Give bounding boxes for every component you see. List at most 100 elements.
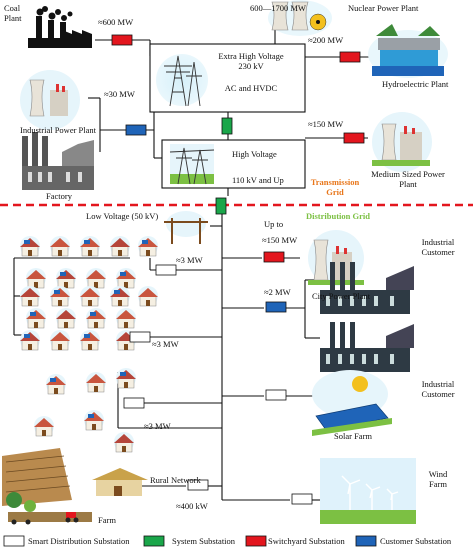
transmission-tower-icon (169, 147, 215, 185)
factory-icon (22, 132, 94, 190)
house-icon (50, 330, 70, 351)
legend-swatches (3, 535, 377, 547)
hydro-plant-label: Hydroelectric Plant (382, 79, 449, 89)
medium-plant-label: Medium Sized Power Plant (371, 169, 445, 189)
house-icon (86, 372, 106, 393)
industrial-customer-power-value: ≈2 MW (264, 287, 291, 297)
house-icon (46, 374, 66, 395)
nuclear-power-value: 600—1700 MW (250, 3, 306, 13)
wind-farm-label: Wind Farm (428, 469, 448, 489)
extra-high-voltage-substation (149, 43, 306, 113)
farm-icon (2, 448, 148, 525)
coal-power-value: ≈600 MW (98, 17, 134, 27)
distribution-grid-label: Distribution Grid (306, 211, 370, 221)
coal-plant-label: Coal Plant (4, 3, 22, 23)
city-power-value: ≈150 MW (262, 235, 298, 245)
city-power-plant-icon (308, 230, 364, 286)
legend-swatch (3, 535, 25, 547)
system-substation-marker (221, 117, 233, 135)
house-icon (110, 236, 130, 257)
low-voltage-label: Low Voltage (50 kV) (86, 211, 159, 221)
wind-farm-icon (320, 458, 416, 524)
house-icon (56, 308, 76, 329)
solar-farm-label: Solar Farm (334, 431, 373, 441)
houses-power-value-3: ≈3 MW (144, 421, 171, 431)
factory-label: Factory (46, 191, 72, 201)
utility-pole-icon (164, 211, 208, 244)
house-icon (80, 330, 100, 351)
system-substation-marker (215, 197, 227, 215)
houses-power-value-1: ≈3 MW (176, 255, 203, 265)
house-icon (138, 236, 158, 257)
hv-voltage: 110 kV and Up (232, 175, 284, 185)
industrial-power-value: ≈30 MW (104, 89, 135, 99)
high-voltage-substation (161, 139, 306, 189)
switchyard-substation-marker (339, 51, 361, 63)
rural-network-label: Rural Network (150, 475, 201, 485)
house-icon (34, 416, 54, 437)
industrial-customer-label-1: Industrial Customer (421, 237, 455, 257)
industrial-power-plant-icon (20, 70, 80, 130)
house-icon (86, 268, 106, 289)
connection-lines (13, 30, 372, 501)
industrial-customer-icon-2 (320, 322, 414, 372)
industrial-customer-icon-1 (320, 262, 414, 314)
house-icon (114, 432, 134, 453)
nuclear-plant-label: Nuclear Power Plant (348, 3, 419, 13)
house-icon (138, 286, 158, 307)
hv-title: High Voltage (232, 149, 277, 159)
ehv-voltage: 230 kV (238, 61, 264, 71)
house-icon (110, 286, 130, 307)
legend-swatch (245, 535, 267, 547)
legend-label-switchyard: Switchyard Substation (268, 536, 345, 546)
nuclear-plant-icon (268, 0, 332, 36)
house-icon (116, 268, 136, 289)
solar-farm-icon (312, 370, 392, 436)
city-upto-label: Up to (264, 219, 284, 229)
house-icon (80, 236, 100, 257)
smart-substation-marker (265, 389, 287, 401)
industrial-power-plant-label: Industrial Power Plant (20, 125, 97, 135)
house-icon (80, 286, 100, 307)
house-icon (20, 330, 40, 351)
customer-substation-marker (125, 124, 147, 136)
house-icon (26, 308, 46, 329)
hydroelectric-plant-icon (368, 24, 448, 78)
legend-label-system: System Substation (172, 536, 236, 546)
house-icon (116, 308, 136, 329)
coal-plant-icon (28, 6, 92, 48)
house-icon (56, 268, 76, 289)
smart-substation-marker (123, 397, 145, 409)
house-icon (50, 286, 70, 307)
house-icon (20, 286, 40, 307)
legend-label-customer: Customer Substation (380, 536, 452, 546)
legend-label-smart-distribution: Smart Distribution Substation (28, 536, 130, 546)
farm-label: Farm (98, 515, 116, 525)
hydro-power-value: ≈200 MW (308, 35, 344, 45)
rural-power-value: ≈400 kW (176, 501, 208, 511)
smart-substation-marker (187, 479, 209, 491)
house-icon (26, 268, 46, 289)
ehv-mode: AC and HVDC (224, 83, 278, 93)
houses-power-value-2: ≈3 MW (152, 339, 179, 349)
switchyard-substation-marker (111, 34, 133, 46)
house-icon (50, 236, 70, 257)
smart-substation-marker (291, 493, 313, 505)
transmission-tower-icon (164, 55, 202, 107)
medium-power-value: ≈150 MW (308, 119, 344, 129)
transmission-grid-label: Transmission Grid (310, 177, 360, 197)
smart-substation-marker (129, 331, 151, 343)
smart-substation-marker (155, 264, 177, 276)
medium-power-plant-icon (372, 112, 432, 172)
house-icon (84, 410, 104, 431)
switchyard-substation-marker (263, 251, 285, 263)
house-icon (86, 308, 106, 329)
legend-swatch (355, 535, 377, 547)
city-power-plant-label: City Power Plant (312, 291, 371, 301)
house-icon (116, 368, 136, 389)
residential-houses (20, 236, 158, 453)
house-icon (20, 236, 40, 257)
legend-swatch (143, 535, 165, 547)
